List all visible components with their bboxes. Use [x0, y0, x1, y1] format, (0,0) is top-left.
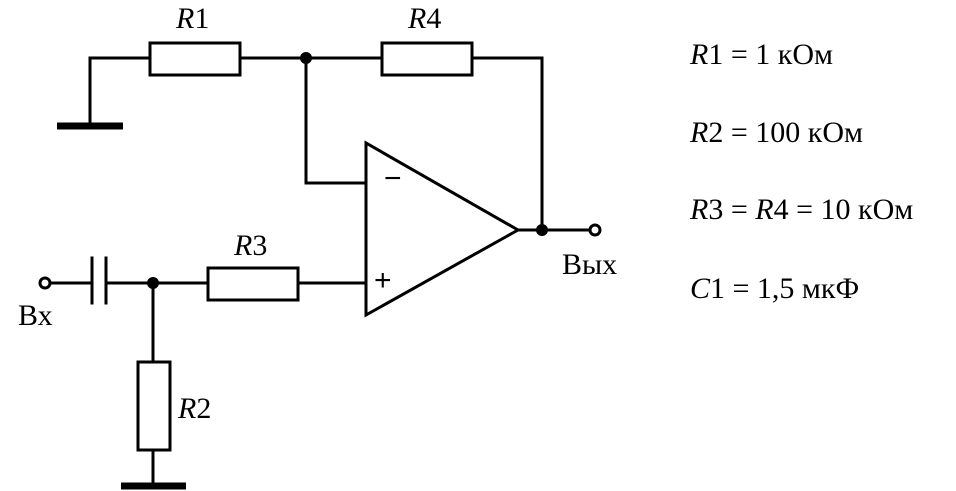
- parameter-text: 4 = 10 кОм: [773, 193, 914, 226]
- label-r2: R2: [177, 392, 211, 425]
- parameter-line: R1 = 1 кОм: [690, 38, 833, 72]
- parameter-text: C: [690, 272, 711, 305]
- wire-r4-to-output: [470, 56, 544, 232]
- wire-ground-to-r1: [88, 56, 152, 127]
- label-r3: R3: [233, 229, 267, 262]
- resistor-r4: [380, 41, 474, 77]
- junction-top: [300, 52, 312, 64]
- op-amp: [364, 140, 522, 318]
- parameter-text: R: [690, 193, 709, 226]
- parameter-line: R2 = 100 кОм: [690, 116, 863, 150]
- parameter-text: 3 =: [708, 193, 756, 226]
- parameter-text: R: [690, 116, 709, 149]
- parameter-text: 1 = 1 кОм: [708, 38, 833, 71]
- label-input: Вх: [18, 299, 53, 332]
- label-output: Вых: [562, 248, 617, 281]
- label-r1: R1: [175, 2, 209, 35]
- op-amp-minus-sign: −: [384, 162, 402, 195]
- wire-node-to-inverting-input: [304, 56, 368, 185]
- parameter-text: 1 = 1,5 мкФ: [710, 272, 860, 305]
- parameter-line: R3 = R4 = 10 кОм: [690, 193, 913, 227]
- output-terminal: [588, 223, 602, 237]
- parameter-text: R: [755, 193, 774, 226]
- resistor-r1: [148, 41, 242, 77]
- op-amp-plus-sign: +: [374, 264, 392, 297]
- junction-output: [536, 224, 548, 236]
- resistor-r3: [206, 266, 300, 302]
- parameter-text: R: [690, 38, 709, 71]
- resistor-r2: [136, 360, 172, 452]
- parameter-text: 2 = 100 кОм: [708, 116, 863, 149]
- label-r4: R4: [407, 2, 441, 35]
- parameter-line: C1 = 1,5 мкФ: [690, 272, 859, 306]
